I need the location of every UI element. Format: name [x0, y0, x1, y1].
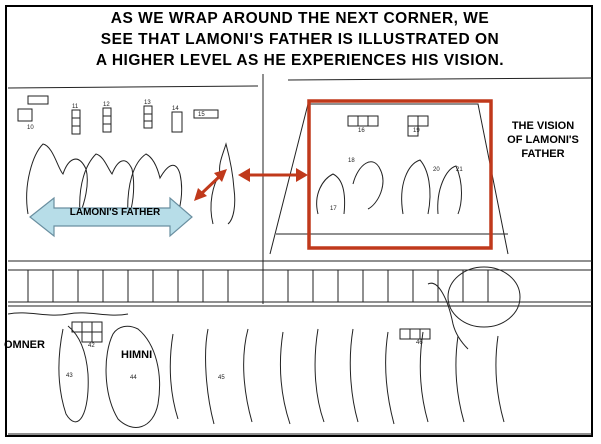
- headline-line-1: AS WE WRAP AROUND THE NEXT CORNER, WE: [110, 10, 490, 27]
- omner-label: OMNER: [4, 339, 45, 351]
- figure-number-markers: 10 11 12 13 14 15 16 17 18 19 20 21 42 4…: [27, 100, 463, 381]
- figure-number: 12: [103, 102, 110, 108]
- figure-number: 20: [433, 167, 440, 173]
- figure-number: 42: [88, 343, 95, 349]
- slide-frame: [5, 5, 593, 437]
- figure-number: 14: [172, 106, 179, 112]
- figure-number: 43: [66, 373, 73, 379]
- figure-number: 13: [144, 100, 151, 106]
- figure-number: 19: [413, 128, 420, 134]
- figure-number: 44: [130, 375, 137, 381]
- lamonis-father-label: LAMONI'S FATHER: [69, 207, 161, 218]
- headline-line-3: A HIGHER LEVEL AS HE EXPERIENCES HIS VIS…: [95, 52, 505, 69]
- figure-number: 11: [72, 104, 79, 110]
- headline-line-2: SEE THAT LAMONI'S FATHER IS ILLUSTRATED …: [100, 31, 500, 48]
- slide-headline: AS WE WRAP AROUND THE NEXT CORNER, WE SE…: [10, 8, 590, 71]
- frieze-cells: [27, 270, 489, 302]
- figure-number: 10: [27, 125, 34, 131]
- link-arrow-right: [238, 168, 308, 182]
- mural-line-drawing: [8, 74, 592, 435]
- figure-number: 15: [198, 112, 205, 118]
- figure-number: 16: [358, 128, 365, 134]
- himni-label: HIMNI: [121, 349, 153, 361]
- link-arrow-diagonal: [194, 169, 227, 201]
- figure-number: 18: [348, 158, 355, 164]
- vision-label-line-1: THE VISION: [511, 120, 575, 132]
- vision-label-line-3: FATHER: [521, 148, 565, 160]
- vision-highlight-box: [307, 99, 493, 250]
- vision-label-line-2: OF LAMONI'S: [507, 134, 579, 146]
- vision-label: THE VISION OF LAMONI'S FATHER: [494, 119, 592, 161]
- figure-number: 46: [416, 340, 423, 346]
- lamonis-father-banner-arrow: [29, 196, 193, 238]
- figure-number: 45: [218, 375, 225, 381]
- figure-number: 21: [456, 167, 463, 173]
- figure-number: 17: [330, 206, 337, 212]
